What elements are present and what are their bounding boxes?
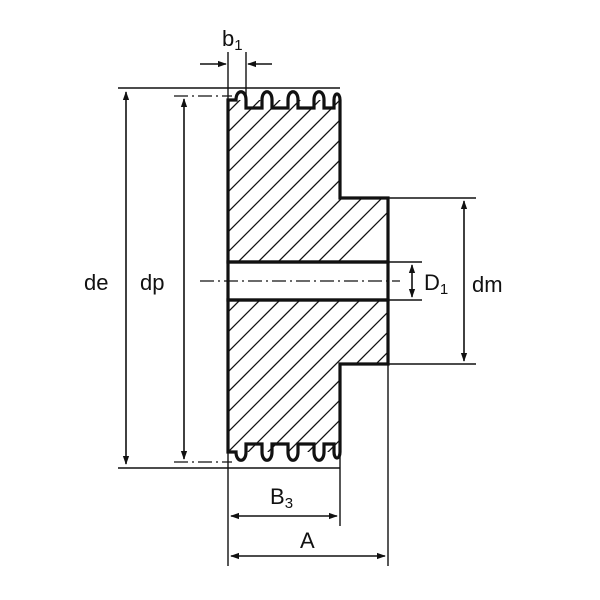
a-label: A bbox=[300, 528, 315, 553]
lower-section-outline bbox=[226, 298, 390, 462]
dp-label: dp bbox=[140, 270, 164, 295]
b1-label: b1 bbox=[222, 26, 243, 54]
hatching-lower bbox=[228, 300, 388, 452]
hatching-upper bbox=[228, 100, 388, 262]
de-label: de bbox=[84, 270, 108, 295]
dm-label: dm bbox=[472, 272, 503, 297]
d1-label: D1 bbox=[424, 270, 448, 298]
b3-label: B3 bbox=[270, 484, 293, 512]
